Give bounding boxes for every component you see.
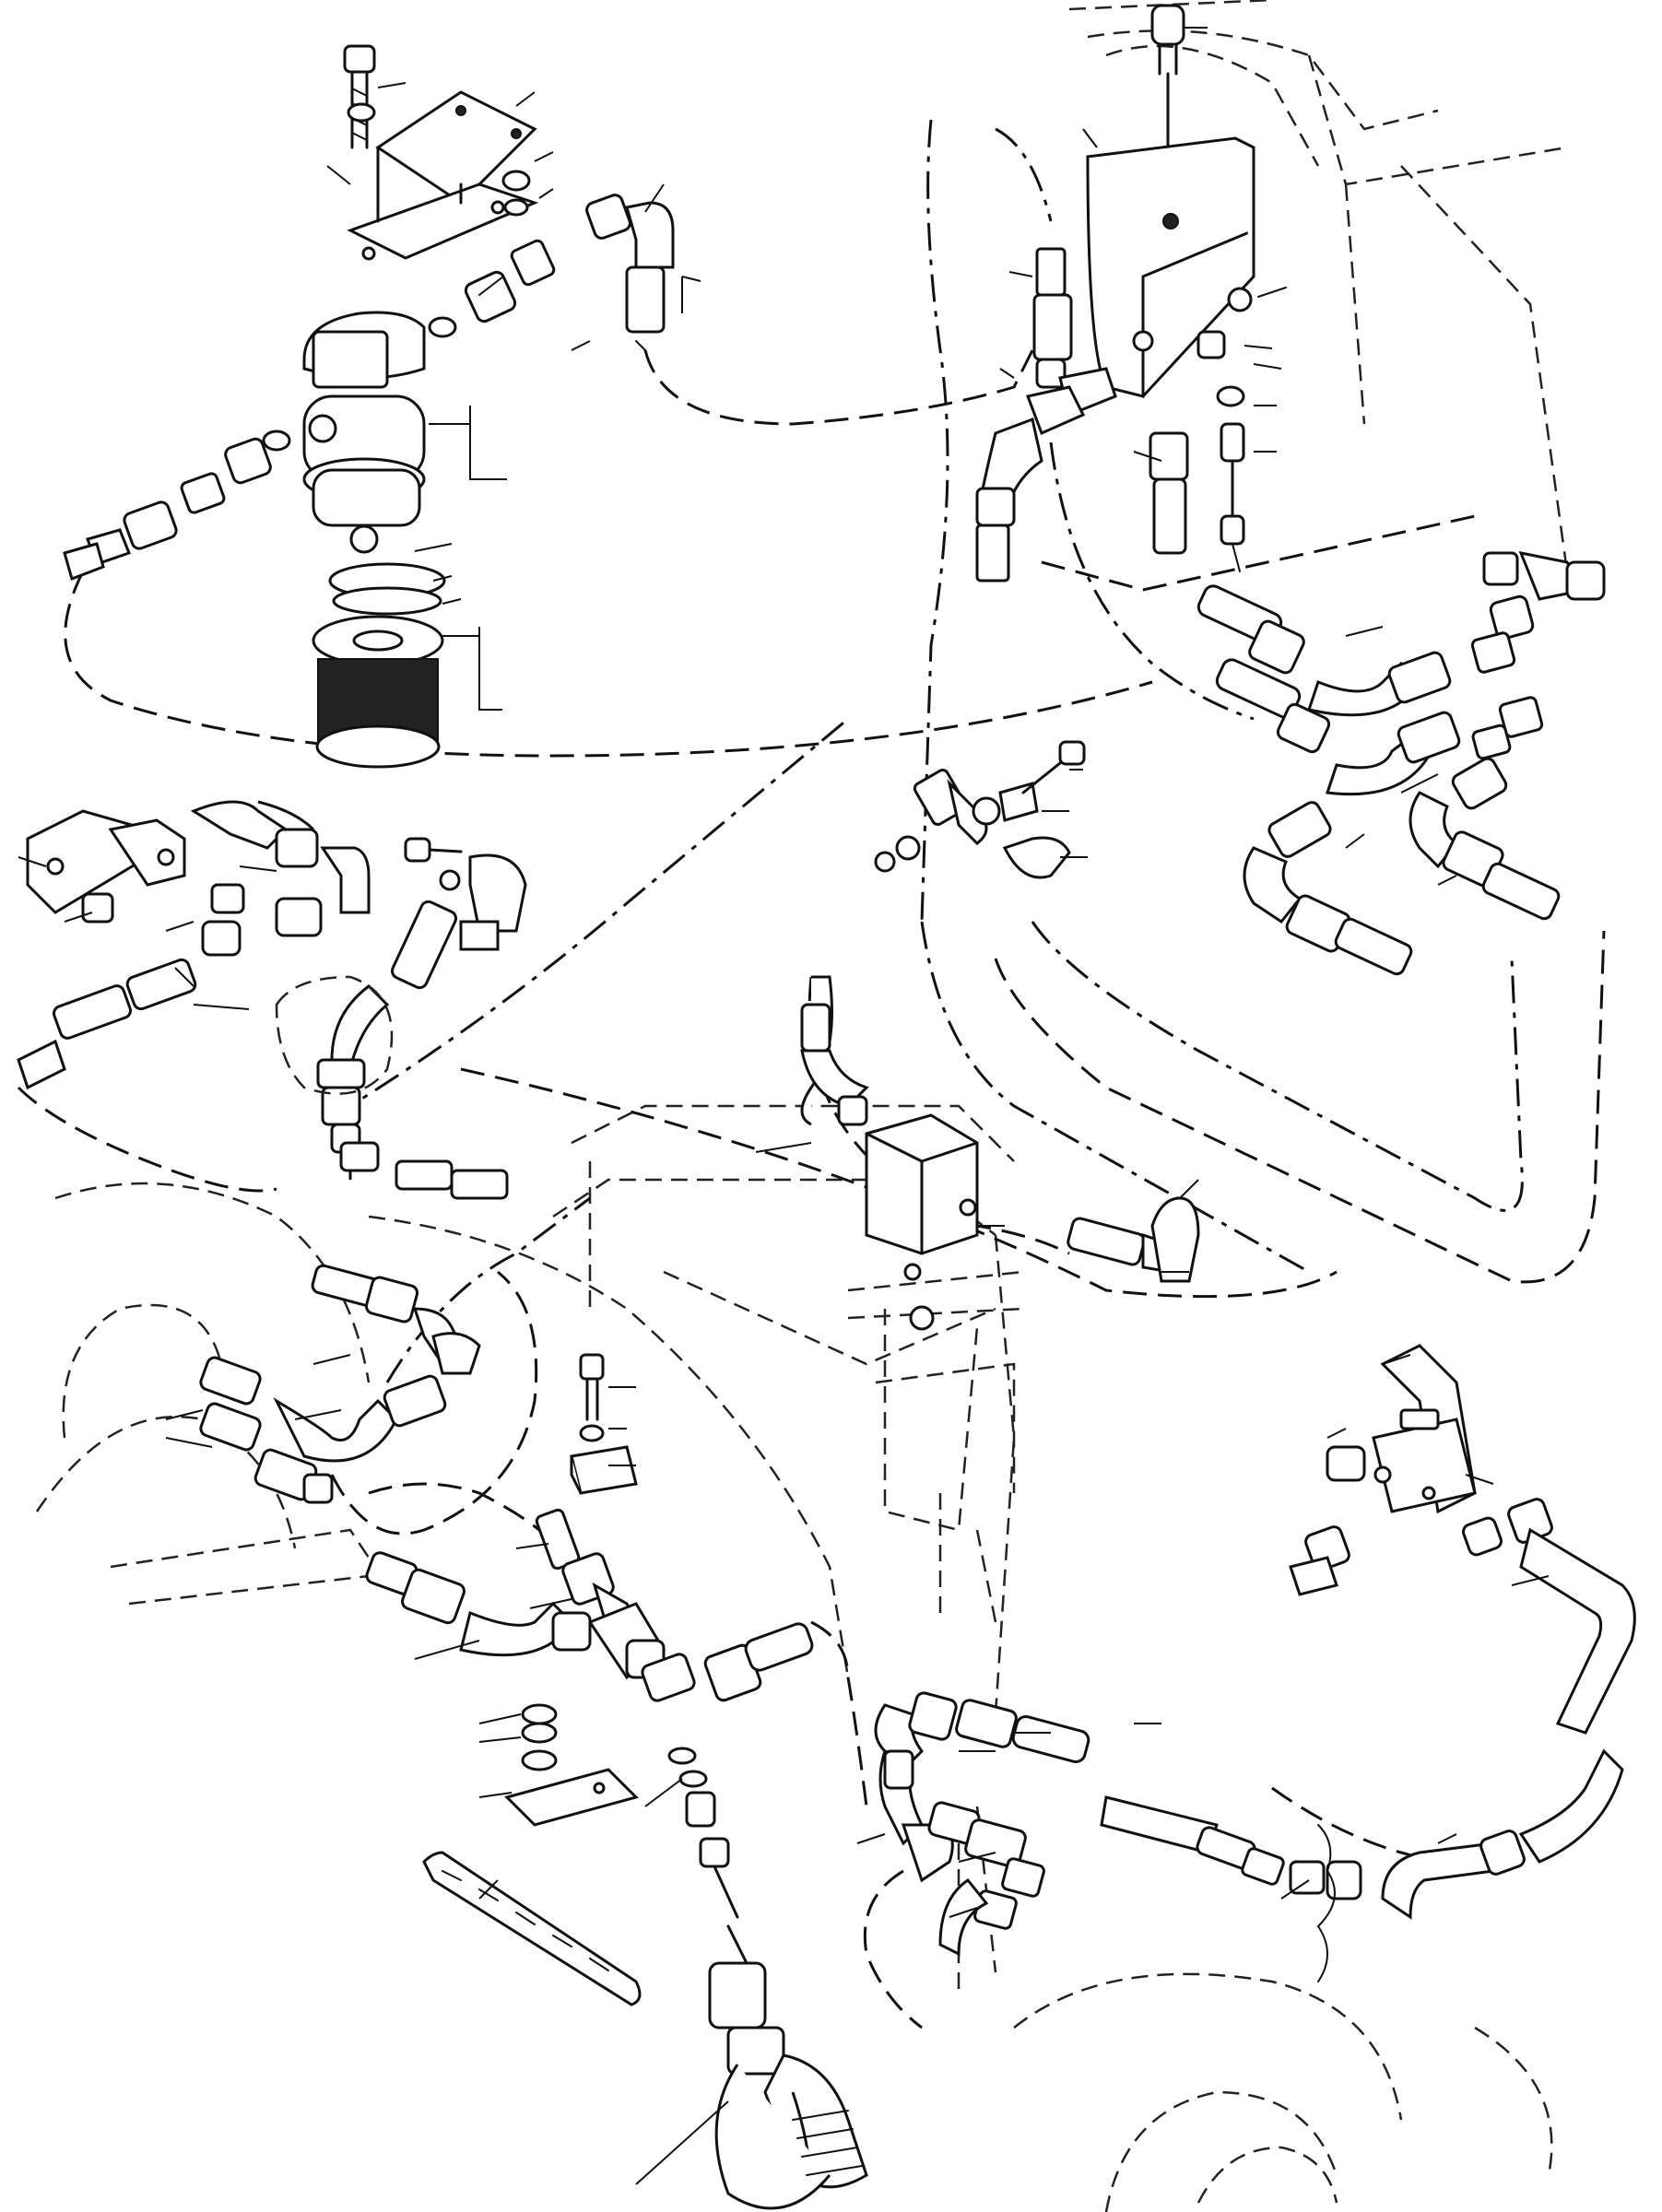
mounting-bracket xyxy=(347,90,539,261)
grease-nozzle-assembly xyxy=(708,1961,868,2210)
tee-junction-group xyxy=(365,1353,814,1965)
plunger-cap xyxy=(1150,4,1185,168)
bolt-top xyxy=(343,44,376,149)
lower-left-hoses xyxy=(199,1264,481,1504)
leader-lines xyxy=(18,27,1550,2185)
filter-head xyxy=(302,311,426,554)
adapter-fittings-left xyxy=(63,429,291,581)
adapter-fittings-right xyxy=(428,239,556,338)
bolt-lower xyxy=(579,1353,605,1381)
right-fitting-cluster xyxy=(1196,550,1606,976)
tube-stub-a xyxy=(1035,247,1067,297)
center-mounting-block xyxy=(800,975,1200,1331)
spare-hose-length xyxy=(422,1851,642,2006)
washer-a xyxy=(501,170,531,192)
lock-washer xyxy=(347,102,376,123)
filter-element xyxy=(312,615,444,769)
distributor-block xyxy=(975,4,1287,582)
tube-stub-b xyxy=(1149,431,1189,481)
right-bracket xyxy=(1326,1344,1477,1514)
hose-clip-group xyxy=(874,740,1086,879)
washer-b xyxy=(503,198,529,217)
oil-filter-assembly xyxy=(63,44,675,769)
left-bracket-group xyxy=(17,800,527,1200)
elbow-fitting-top xyxy=(585,194,675,351)
hose-routes xyxy=(17,119,1606,2030)
lower-right-hoses xyxy=(874,1344,1636,1983)
seal-ring-small xyxy=(332,586,442,616)
